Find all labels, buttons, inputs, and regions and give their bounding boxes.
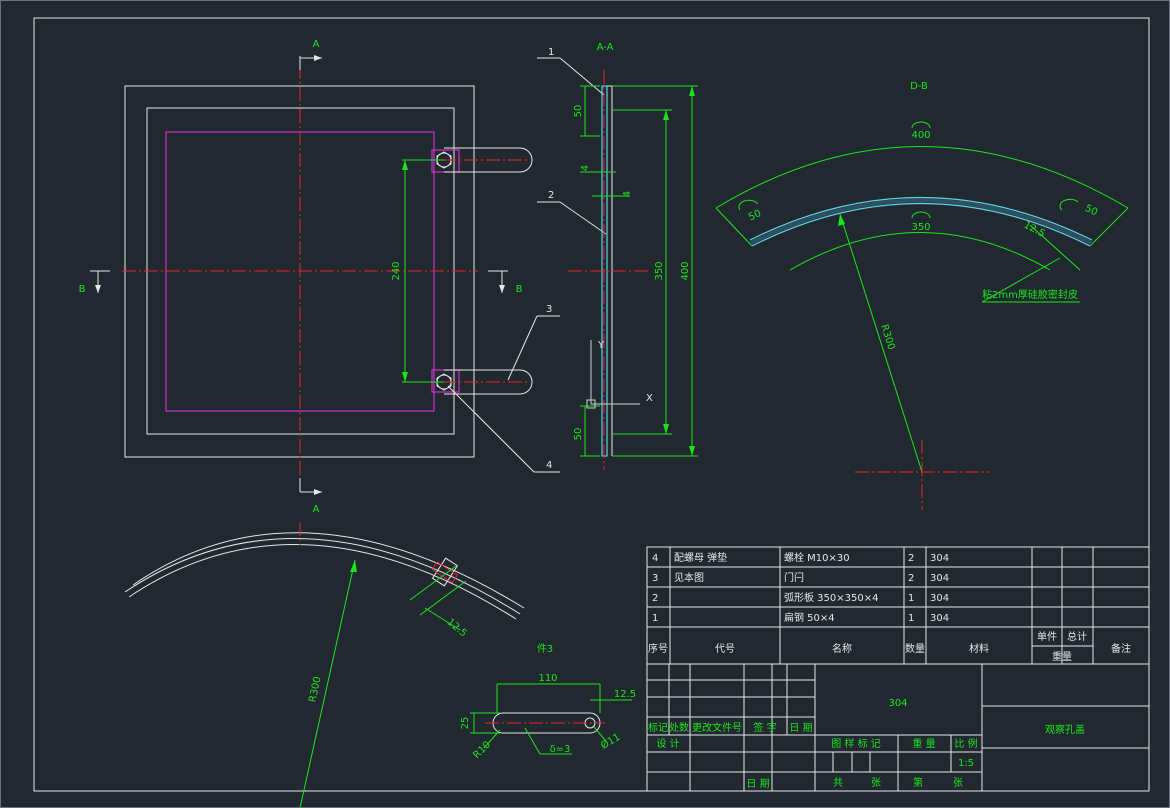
- section-aa-view: A-A 400 350 50 50 4 4: [568, 42, 698, 470]
- svg-text:设 计: 设 计: [656, 737, 679, 750]
- svg-text:标记: 标记: [648, 722, 668, 734]
- balloon-1: 1: [548, 47, 554, 58]
- svg-text:材料: 材料: [969, 642, 989, 655]
- svg-text:第: 第: [913, 776, 923, 789]
- scale-value: 1:5: [958, 758, 974, 769]
- section-b-right-label: B: [516, 284, 523, 295]
- part3-thickness: δ=3: [550, 744, 571, 755]
- bom-row: 1 扁钢 50×4 1 304: [652, 611, 949, 624]
- latch-top: [444, 147, 533, 173]
- svg-text:304: 304: [930, 573, 949, 584]
- svg-text:重 量: 重 量: [912, 737, 935, 750]
- svg-text:配螺母 弹垫: 配螺母 弹垫: [674, 551, 727, 564]
- balloon-4: 4: [546, 460, 552, 471]
- bb-dim-350: 350: [911, 222, 930, 233]
- part3-dim-phi11: Ø11: [599, 731, 623, 752]
- svg-text:单件: 单件: [1037, 631, 1057, 643]
- balloons: 1 2 3 4: [447, 47, 607, 473]
- svg-text:螺栓 M10×30: 螺栓 M10×30: [784, 551, 850, 564]
- balloon-2: 2: [548, 190, 554, 201]
- bottom-dim-12-5: 12.5: [445, 617, 469, 640]
- section-bb-title: D-B: [910, 81, 928, 92]
- svg-text:张: 张: [871, 777, 881, 789]
- latch-bottom: [444, 369, 533, 395]
- part3-dim-r10: R10: [471, 739, 493, 761]
- svg-text:更改文件号: 更改文件号: [692, 721, 742, 734]
- front-view: 240 A A B B: [79, 39, 533, 515]
- svg-text:304: 304: [930, 553, 949, 564]
- section-a-bottom-label: A: [313, 504, 320, 515]
- svg-text:比 例: 比 例: [954, 737, 977, 750]
- svg-text:共: 共: [833, 777, 843, 789]
- svg-text:304: 304: [930, 593, 949, 604]
- svg-text:4: 4: [652, 553, 658, 564]
- bom-header: 序号 代号 名称 数量 材料 单件 总计 重量 备注: [648, 630, 1131, 663]
- svg-text:304: 304: [930, 613, 949, 624]
- svg-text:数量: 数量: [905, 642, 925, 655]
- svg-text:日 期: 日 期: [746, 778, 769, 790]
- part3-view: 件3 110 12.5 25 R10 δ=3 Ø11: [460, 643, 636, 761]
- svg-text:张: 张: [953, 777, 963, 789]
- bottom-dim-r300: R300: [307, 676, 323, 704]
- aa-dim-50-bottom: 50: [573, 428, 584, 441]
- aa-dim-4-b: 4: [622, 191, 633, 197]
- svg-text:1: 1: [908, 593, 914, 604]
- svg-text:图 样 标 记: 图 样 标 记: [831, 737, 881, 750]
- bom-row: 3 见本图 门闩 2 304: [652, 571, 949, 584]
- dim-240: 240: [391, 261, 402, 280]
- bom-row: 2 弧形板 350×350×4 1 304: [652, 591, 949, 604]
- bom-rows: 4 配螺母 弹垫 螺栓 M10×30 2 304 3 见本图 门闩 2 304 …: [648, 551, 1131, 663]
- aa-dim-4-a: 4: [580, 165, 591, 171]
- svg-text:签 字: 签 字: [753, 721, 776, 734]
- aa-dim-350: 350: [654, 261, 665, 280]
- svg-text:重量: 重量: [1052, 650, 1072, 663]
- section-a-top-label: A: [313, 39, 320, 50]
- ucs-x-label: X: [646, 393, 653, 404]
- title-block: [646, 663, 1150, 792]
- svg-text:备注: 备注: [1111, 642, 1131, 655]
- aa-dim-50-top: 50: [573, 105, 584, 118]
- svg-text:2: 2: [908, 573, 914, 584]
- svg-text:3: 3: [652, 573, 658, 584]
- part3-dim-110: 110: [538, 673, 557, 684]
- part3-title: 件3: [537, 643, 553, 655]
- aa-dim-400: 400: [680, 261, 691, 280]
- drawing-frame: [33, 17, 1150, 792]
- svg-text:2: 2: [908, 553, 914, 564]
- bottom-view: 12.5 R300: [124, 522, 525, 808]
- bb-dim-400: 400: [911, 130, 930, 141]
- section-aa-title: A-A: [597, 42, 614, 53]
- svg-text:1: 1: [652, 613, 658, 624]
- bb-dim-50-right: 50: [1083, 203, 1099, 218]
- bom-row: 4 配螺母 弹垫 螺栓 M10×30 2 304: [652, 551, 949, 564]
- title-material: 304: [888, 698, 907, 709]
- bom-table: [646, 546, 1150, 665]
- svg-text:处数: 处数: [669, 721, 689, 734]
- svg-text:见本图: 见本图: [674, 571, 704, 584]
- balloon-3: 3: [546, 304, 552, 315]
- svg-text:1: 1: [908, 613, 914, 624]
- part3-dim-12-5: 12.5: [614, 689, 636, 700]
- bb-seal-note: 粘2mm厚硅胶密封皮: [982, 288, 1078, 301]
- section-b-left-label: B: [79, 284, 86, 295]
- drawing-name: 观察孔盖: [1045, 723, 1085, 736]
- svg-text:门闩: 门闩: [784, 571, 804, 584]
- svg-text:总计: 总计: [1067, 630, 1087, 643]
- nut-bottom-icon: [436, 373, 452, 391]
- section-bb-view: D-B 400 350 50 50 12.5 R300 粘2mm厚硅胶密封皮: [715, 81, 1129, 510]
- ucs-y-label: Y: [597, 340, 605, 351]
- svg-text:弧形板 350×350×4: 弧形板 350×350×4: [784, 591, 878, 604]
- svg-text:扁钢 50×4: 扁钢 50×4: [784, 611, 835, 624]
- part3-dim-25: 25: [460, 717, 471, 730]
- bb-dim-50-left: 50: [747, 208, 763, 223]
- svg-text:代号: 代号: [715, 643, 735, 655]
- svg-text:名称: 名称: [832, 642, 852, 655]
- title-block-text: 304 观察孔盖 标记 处数 更改文件号 签 字 日 期 设 计 日 期 图 样…: [648, 698, 1085, 790]
- svg-text:日 期: 日 期: [789, 722, 812, 734]
- svg-text:2: 2: [652, 593, 658, 604]
- bb-dim-r300: R300: [878, 323, 897, 351]
- svg-text:序号: 序号: [648, 642, 668, 655]
- nut-top-icon: [436, 151, 452, 169]
